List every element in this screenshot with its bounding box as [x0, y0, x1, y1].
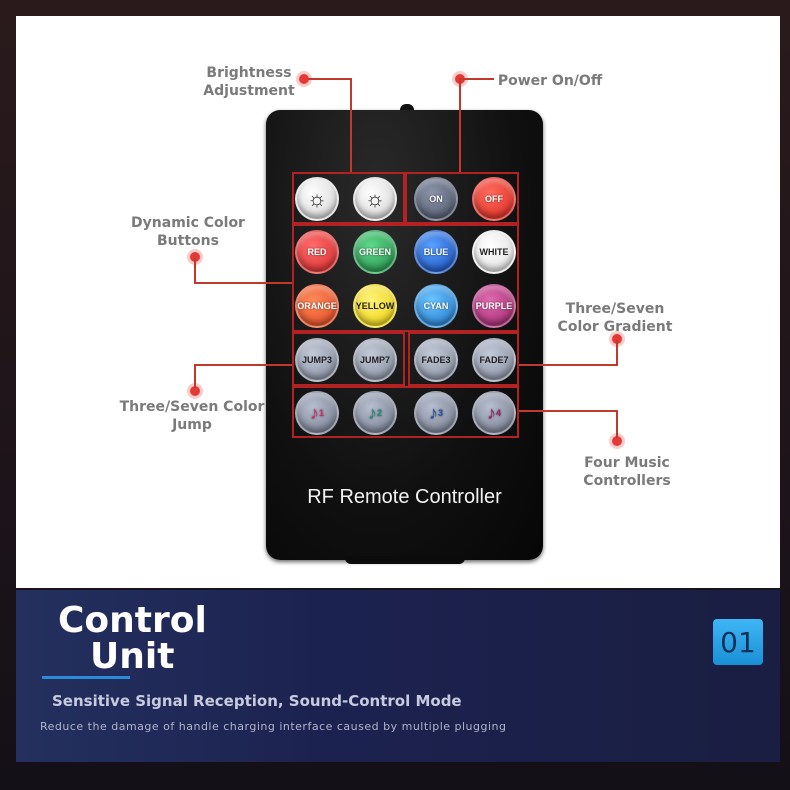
gradient-callout-line-v — [616, 340, 618, 366]
music-3-button[interactable]: ♪3 — [414, 391, 458, 435]
section-title-line1: Control — [58, 600, 207, 641]
section-description: Reduce the damage of handle charging int… — [40, 720, 507, 733]
gradient-callout-line1: Three/Seven — [565, 301, 665, 317]
jump-callout-line2: Jump — [172, 417, 212, 433]
section-title-line2: Unit — [90, 636, 175, 677]
brightness-up-icon: ☼ — [306, 186, 328, 211]
brightness-up-button[interactable]: ☼ — [295, 177, 339, 221]
title-underline — [42, 676, 130, 679]
remote-antenna-nub — [400, 104, 414, 112]
green-button[interactable]: GREEN — [353, 230, 397, 274]
brightness-callout-line-h — [308, 78, 352, 80]
music-callout-line-h — [519, 410, 618, 412]
brightness-callout-line2: Adjustment — [203, 83, 295, 99]
brightness-group-box — [292, 172, 405, 224]
yellow-button[interactable]: YELLOW — [353, 284, 397, 328]
info-panel — [16, 590, 780, 762]
brightness-callout-dot — [299, 74, 309, 84]
jump7-button[interactable]: JUMP7 — [353, 338, 397, 382]
section-number-badge: 01 — [713, 619, 763, 665]
remote-label: RF Remote Controller — [307, 486, 502, 508]
music-3-label: 3 — [437, 408, 443, 418]
dynamic-callout-dot — [190, 252, 200, 262]
music-2-button[interactable]: ♪2 — [353, 391, 397, 435]
cyan-button[interactable]: CYAN — [414, 284, 458, 328]
brightness-callout-line-v — [350, 78, 352, 172]
gradient-callout-line2: Color Gradient — [557, 319, 673, 335]
fade-group-box — [408, 332, 519, 386]
purple-button[interactable]: PURPLE — [472, 284, 516, 328]
music-callout-line-v — [616, 410, 618, 438]
power-callout-line-h — [460, 78, 494, 80]
gradient-callout-label: Three/Seven Color Gradient — [552, 300, 678, 336]
fade7-button[interactable]: FADE7 — [472, 338, 516, 382]
color-group-box — [292, 224, 519, 332]
music-note-icon: ♪ — [428, 402, 438, 423]
jump3-button[interactable]: JUMP3 — [295, 338, 339, 382]
gradient-callout-dot — [612, 334, 622, 344]
fade3-button[interactable]: FADE3 — [414, 338, 458, 382]
jump-group-box — [292, 332, 405, 386]
brightness-callout-line1: Brightness — [206, 65, 292, 81]
music-note-icon: ♪ — [309, 402, 319, 423]
white-button[interactable]: WHITE — [472, 230, 516, 274]
dynamic-callout-line-v — [194, 258, 196, 284]
section-subtitle: Sensitive Signal Reception, Sound-Contro… — [52, 692, 462, 710]
music-group-box — [292, 386, 519, 438]
red-button[interactable]: RED — [295, 230, 339, 274]
remote-foot — [345, 556, 465, 564]
jump-callout-line-h — [194, 364, 292, 366]
music-callout-dot — [612, 436, 622, 446]
dynamic-callout-line2: Buttons — [157, 233, 219, 249]
dynamic-callout-line1: Dynamic Color — [131, 215, 245, 231]
jump-callout-line1: Three/Seven Color — [119, 399, 265, 415]
orange-button[interactable]: ORANGE — [295, 284, 339, 328]
music-callout-line2: Controllers — [583, 473, 671, 489]
music-note-icon: ♪ — [486, 402, 496, 423]
on-button[interactable]: ON — [414, 177, 458, 221]
brightness-down-button[interactable]: ☼ — [353, 177, 397, 221]
jump-callout-label: Three/Seven Color Jump — [112, 398, 272, 434]
music-4-label: 4 — [495, 408, 501, 418]
dynamic-callout-label: Dynamic Color Buttons — [120, 214, 256, 250]
power-callout-label: Power On/Off — [497, 73, 603, 89]
music-callout-label: Four Music Controllers — [568, 454, 686, 490]
power-group-box — [405, 172, 519, 224]
music-1-button[interactable]: ♪1 — [295, 391, 339, 435]
music-2-label: 2 — [376, 408, 382, 418]
brightness-callout-label: Brightness Adjustment — [190, 64, 308, 100]
blue-button[interactable]: BLUE — [414, 230, 458, 274]
music-callout-line1: Four Music — [584, 455, 670, 471]
brightness-down-icon: ☼ — [364, 186, 386, 211]
music-note-icon: ♪ — [367, 402, 377, 423]
music-4-button[interactable]: ♪4 — [472, 391, 516, 435]
jump-callout-line-v — [194, 364, 196, 388]
jump-callout-dot — [190, 386, 200, 396]
music-1-label: 1 — [318, 408, 324, 418]
off-button[interactable]: OFF — [472, 177, 516, 221]
power-callout-line-v — [459, 78, 461, 172]
gradient-callout-line-h — [519, 364, 618, 366]
dynamic-callout-line-h — [194, 282, 292, 284]
